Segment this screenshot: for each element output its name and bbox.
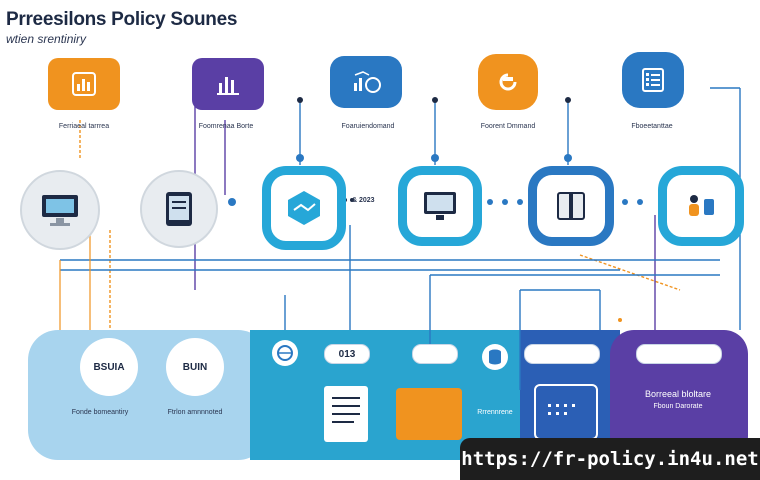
bottom-node-1-label: BSUIA xyxy=(93,361,125,373)
pill-1: 013 xyxy=(324,344,370,364)
grid-panel xyxy=(534,384,598,440)
checklist-icon xyxy=(642,68,664,92)
bottom-node-2-label: BUIN xyxy=(182,361,208,373)
hexagon-icon xyxy=(288,191,320,225)
hex-node-4 xyxy=(658,166,744,246)
refresh-icon xyxy=(499,73,517,91)
right-sub: Fboun Darorate xyxy=(653,403,703,410)
bottom-caption-c: Rrrennrene xyxy=(477,409,513,416)
globe-icon xyxy=(272,340,298,366)
card-3 xyxy=(330,56,402,108)
tablet-node xyxy=(140,170,218,248)
orange-panel xyxy=(396,388,462,440)
pill-2 xyxy=(412,344,458,364)
bottom-node-2: BUIN xyxy=(166,338,224,396)
bar-chart-icon xyxy=(72,72,96,96)
book-icon xyxy=(557,192,585,220)
card-4-caption: Foorent Dmmand xyxy=(480,123,536,130)
pill-4 xyxy=(636,344,722,364)
hex-node-3 xyxy=(528,166,614,246)
hex-node-2 xyxy=(398,166,482,246)
document-icon xyxy=(324,386,368,442)
database-icon xyxy=(482,344,508,370)
page-title: Prreesilons Policy Sounes xyxy=(6,9,238,30)
chart-doc-icon xyxy=(217,77,239,95)
people-icon xyxy=(689,195,714,216)
card-3-caption: Foaruiendomand xyxy=(341,123,395,130)
bottom-caption-a: Fonde bomeantiry xyxy=(71,409,129,416)
card-5 xyxy=(622,52,684,108)
hex-node-1 xyxy=(262,166,346,250)
monitor-node xyxy=(20,170,100,250)
bottom-node-1: BSUIA xyxy=(80,338,138,396)
card-2 xyxy=(192,58,264,110)
screen-icon xyxy=(424,192,456,220)
card-1-caption: Ferriaeal tarrrea xyxy=(58,123,110,130)
analytics-icon xyxy=(354,71,381,93)
card-4 xyxy=(478,54,538,110)
card-1 xyxy=(48,58,120,110)
watermark-url: https://fr-policy.in4u.net xyxy=(460,438,760,480)
card-5-caption: Fboeetanttae xyxy=(631,123,673,130)
monitor-icon xyxy=(42,195,78,226)
right-title: Borreeal bloltare xyxy=(644,389,712,399)
pill-3 xyxy=(524,344,600,364)
card-2-caption: Foomrenaa Borte xyxy=(198,123,254,130)
mid-label: & 2023 xyxy=(352,197,375,204)
page-subtitle: wtien srentiniry xyxy=(6,32,87,46)
bottom-caption-b: Ftrlon amnnnoted xyxy=(167,409,223,416)
tablet-icon xyxy=(166,192,192,226)
